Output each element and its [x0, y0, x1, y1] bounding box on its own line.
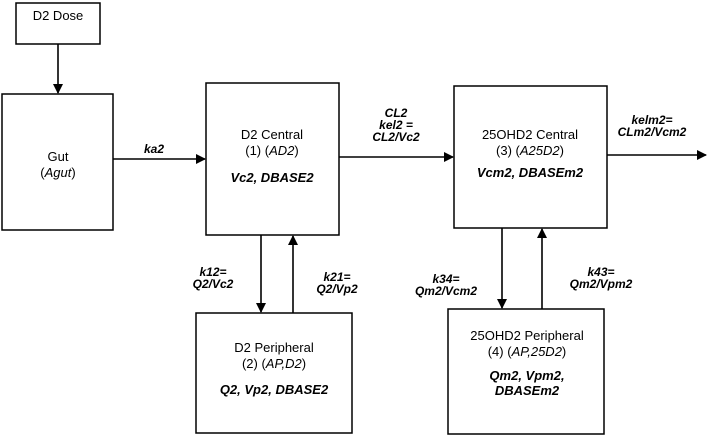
- d2-peripheral-params: Q2, Vp2, DBASE2: [220, 382, 329, 397]
- gut-cmt: (Agut): [40, 165, 75, 180]
- d2-central-title: D2 Central: [241, 127, 303, 142]
- k34-label-1: k34=: [432, 272, 459, 286]
- c25-central-title: 25OHD2 Central: [482, 127, 578, 142]
- c25-peripheral-title: 25OHD2 Peripheral: [470, 328, 584, 343]
- d2-peripheral-title: D2 Peripheral: [234, 340, 314, 355]
- d2-peripheral-cmt: (2) (AP,D2): [242, 356, 306, 371]
- gut-box: [1, 93, 114, 231]
- d2-central-box: [205, 82, 340, 236]
- k34-label-2: Qm2/Vcm2: [415, 284, 477, 298]
- k12-label-1: k12=: [199, 265, 226, 279]
- d2-central-cmt: (1) (AD2): [245, 143, 298, 158]
- dose-box: [15, 2, 101, 45]
- d2-peripheral-box: [195, 312, 353, 434]
- k43-label-1: k43=: [587, 265, 614, 279]
- cl2-label-2: kel2 =: [379, 118, 413, 132]
- kelm2-label-2: CLm2/Vcm2: [618, 125, 687, 139]
- c25-central-box: [453, 85, 608, 229]
- k21-label-1: k21=: [323, 270, 350, 284]
- dose-title: D2 Dose: [33, 8, 84, 23]
- k43-label-2: Qm2/Vpm2: [570, 277, 633, 291]
- c25-peripheral-params-2: DBASEm2: [495, 383, 560, 398]
- gut-title: Gut: [48, 149, 69, 164]
- c25-peripheral-cmt: (4) (AP,25D2): [488, 344, 567, 359]
- ka2-label: ka2: [144, 142, 164, 156]
- c25-central-cmt: (3) (A25D2): [496, 143, 564, 158]
- d2-central-params: Vc2, DBASE2: [230, 170, 314, 185]
- c25-peripheral-box: [447, 308, 605, 435]
- kelm2-label-1: kelm2=: [631, 113, 672, 127]
- k21-label-2: Q2/Vp2: [316, 282, 358, 296]
- cl2-label-1: CL2: [385, 106, 408, 120]
- c25-central-params: Vcm2, DBASEm2: [477, 165, 584, 180]
- c25-peripheral-params-1: Qm2, Vpm2,: [489, 368, 564, 383]
- cl2-label-3: CL2/Vc2: [372, 130, 420, 144]
- k12-label-2: Q2/Vc2: [193, 277, 234, 291]
